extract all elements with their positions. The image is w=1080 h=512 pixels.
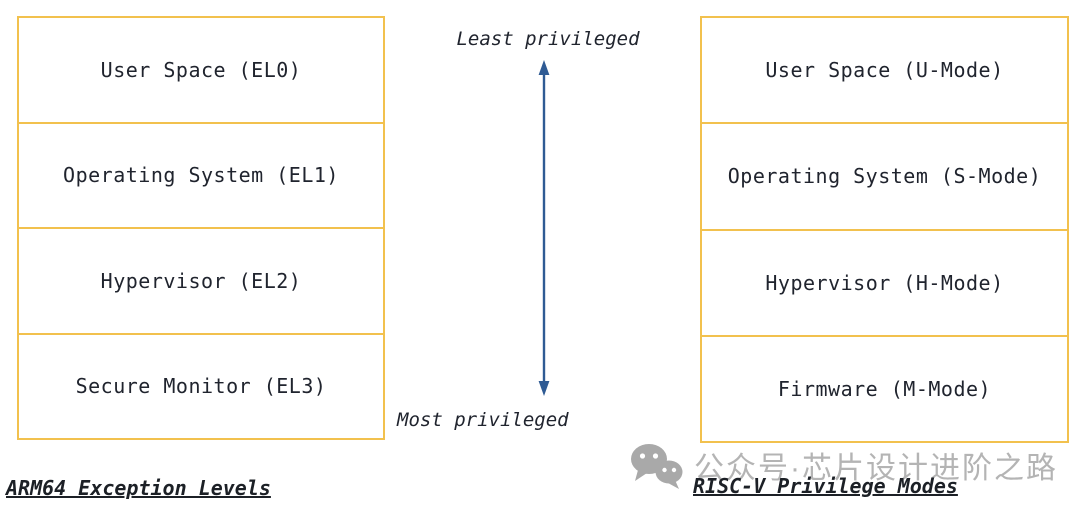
riscv-level-hmode-label: Hypervisor (H-Mode) — [765, 270, 1004, 295]
arm64-caption: ARM64 Exception Levels — [6, 476, 271, 500]
privilege-arrow — [534, 60, 554, 396]
riscv-level-hmode: Hypervisor (H-Mode) — [700, 228, 1069, 337]
riscv-privilege-modes-stack: User Space (U-Mode) Operating System (S-… — [700, 16, 1069, 443]
arm64-level-el1: Operating System (EL1) — [17, 121, 385, 229]
most-privileged-label: Most privileged — [397, 409, 569, 431]
riscv-level-umode-label: User Space (U-Mode) — [765, 58, 1004, 83]
riscv-level-smode: Operating System (S-Mode) — [700, 122, 1069, 231]
arm64-level-el0-label: User Space (EL0) — [100, 57, 302, 82]
least-privileged-label: Least privileged — [456, 28, 640, 50]
arm64-level-el2: Hypervisor (EL2) — [17, 227, 385, 335]
riscv-level-umode: User Space (U-Mode) — [700, 16, 1069, 125]
riscv-caption: RISC-V Privilege Modes — [693, 474, 958, 498]
arm64-level-el1-label: Operating System (EL1) — [63, 163, 339, 188]
arm64-level-el2-label: Hypervisor (EL2) — [100, 268, 302, 293]
arm64-level-el3-label: Secure Monitor (EL3) — [75, 374, 327, 399]
double-arrow-icon — [538, 60, 550, 396]
arm64-exception-levels-stack: User Space (EL0) Operating System (EL1) … — [17, 16, 385, 440]
riscv-level-mmode: Firmware (M-Mode) — [700, 334, 1069, 443]
riscv-level-mmode-label: Firmware (M-Mode) — [777, 376, 992, 401]
wechat-icon — [631, 444, 683, 489]
arm64-level-el0: User Space (EL0) — [17, 16, 385, 124]
riscv-level-smode-label: Operating System (S-Mode) — [727, 164, 1042, 189]
arm64-level-el3: Secure Monitor (EL3) — [17, 332, 385, 440]
